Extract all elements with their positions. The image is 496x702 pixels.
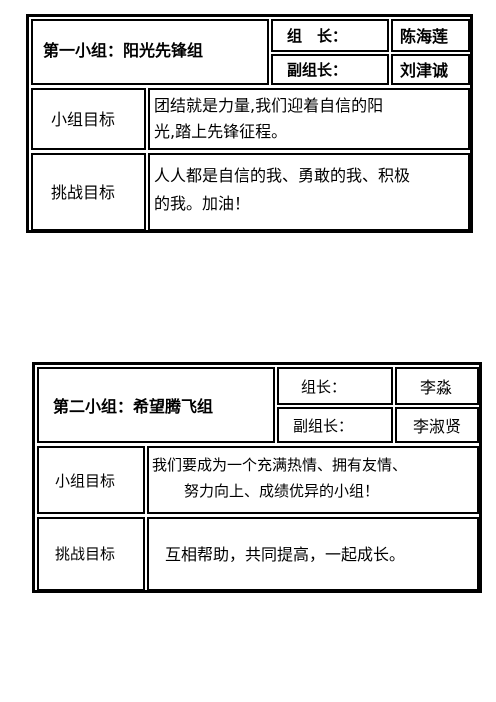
vice-leader-name-cell: 刘津诚 <box>391 54 470 85</box>
group-title: 第一小组：阳光先锋组 <box>43 41 204 60</box>
goal-label-cell: 小组目标 <box>31 88 146 150</box>
vice-leader-name-cell: 李淑贤 <box>395 407 479 443</box>
vice-leader-label-cell: 副组长： <box>271 54 389 85</box>
vice-leader-name: 刘津诚 <box>400 61 449 80</box>
vice-leader-name: 李淑贤 <box>413 417 462 436</box>
goal-text-cell: 团结就是力量,我们迎着自信的阳 光,踏上先锋征程。 <box>148 88 470 150</box>
vice-leader-label: 副组长： <box>287 61 348 79</box>
challenge-label-cell: 挑战目标 <box>31 153 146 231</box>
goal-text-line-2: 光,踏上先锋征程。 <box>154 122 288 141</box>
goal-label: 小组目标 <box>51 110 116 129</box>
vice-leader-label-cell: 副组长： <box>277 407 393 443</box>
leader-label: 组长： <box>301 378 347 396</box>
group-title-cell: 第二小组：希望腾飞组 <box>37 367 275 443</box>
leader-name-cell: 李淼 <box>395 367 479 405</box>
leader-name-cell: 陈海莲 <box>391 19 470 52</box>
challenge-label: 挑战目标 <box>51 183 116 202</box>
goal-label-cell: 小组目标 <box>37 446 145 514</box>
leader-label: 组 长： <box>287 27 348 45</box>
goal-text-line-1: 团结就是力量,我们迎着自信的阳 <box>154 96 384 115</box>
group-card-2: 第二小组：希望腾飞组 组长： 李淼 副组长： 李淑贤 小组目标 我们要成为一个充… <box>32 362 482 593</box>
group-title-cell: 第一小组：阳光先锋组 <box>31 19 269 85</box>
leader-name: 李淼 <box>420 378 453 397</box>
challenge-text-line-1: 互相帮助，共同提高，一起成长。 <box>165 545 406 564</box>
group-card-1: 第一小组：阳光先锋组 组 长： 陈海莲 副组长： 刘津诚 小组目标 团结就是力量… <box>26 14 473 233</box>
challenge-text-cell: 互相帮助，共同提高，一起成长。 <box>147 517 479 591</box>
challenge-label: 挑战目标 <box>55 545 116 563</box>
challenge-text-cell: 人人都是自信的我、勇敢的我、积极 的我。加油！ <box>148 153 470 231</box>
goal-text-line-1: 我们要成为一个充满热情、拥有友情、 <box>152 456 408 474</box>
leader-label-cell: 组 长： <box>271 19 389 52</box>
vice-leader-label: 副组长： <box>293 417 354 435</box>
leader-name: 陈海莲 <box>400 27 449 46</box>
leader-label-cell: 组长： <box>277 367 393 405</box>
challenge-label-cell: 挑战目标 <box>37 517 145 591</box>
group-title: 第二小组：希望腾飞组 <box>53 397 214 416</box>
challenge-text-line-2: 的我。加油！ <box>154 194 251 213</box>
goal-label: 小组目标 <box>55 472 116 490</box>
challenge-text-line-1: 人人都是自信的我、勇敢的我、积极 <box>154 166 411 185</box>
goal-text-line-2: 努力向上、成绩优异的小组！ <box>184 482 380 500</box>
goal-text-cell: 我们要成为一个充满热情、拥有友情、 努力向上、成绩优异的小组！ <box>147 446 479 514</box>
